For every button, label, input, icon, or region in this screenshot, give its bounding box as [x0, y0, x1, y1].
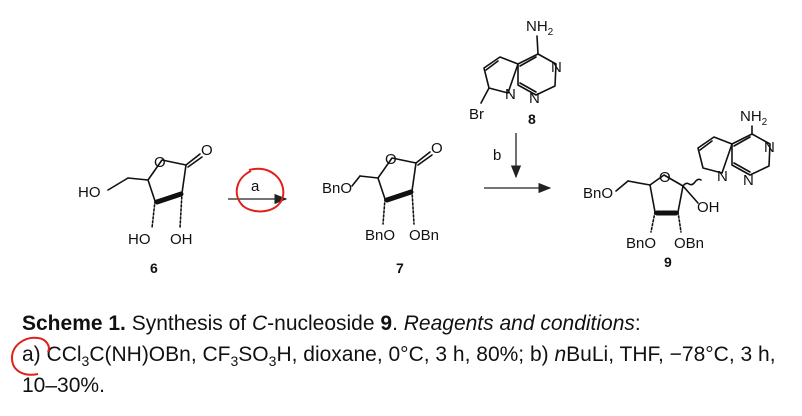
ring-nitrogen-2: N [529, 90, 540, 107]
scheme-caption: Scheme 1. Synthesis of C-nucleoside 9. R… [22, 312, 776, 397]
ring-oxygen: O [659, 169, 671, 186]
ring-nitrogen-1: N [764, 139, 775, 156]
bridge-nitrogen: N [505, 86, 516, 103]
reaction-scheme: O O HO HO OH 6 a O O BnO BnO OBn 7 [78, 18, 775, 276]
carbonyl-oxygen: O [201, 142, 213, 159]
benzyloxy-3: BnO [365, 227, 395, 244]
compound-9: NH2 N N N O OH BnO BnO OBn 9 [583, 108, 775, 270]
hydroxyl-3: HO [128, 231, 151, 248]
compound-8: NH2 N N N Br 8 [469, 18, 562, 127]
compound-number-7: 7 [396, 260, 404, 276]
compound-number-9: 9 [664, 254, 672, 270]
ring-nitrogen-1: N [551, 59, 562, 76]
anomeric-hydroxyl: OH [697, 199, 720, 216]
compound-number-6: 6 [150, 260, 158, 276]
arrow-step-b: b [484, 133, 552, 194]
compound-7: O O BnO BnO OBn 7 [322, 140, 443, 276]
hydroxyl-2: OH [170, 231, 193, 248]
bridge-nitrogen: N [717, 168, 728, 185]
arrow-step-a: a [228, 167, 288, 213]
compound-6: O O HO HO OH 6 [78, 142, 213, 276]
step-a-caption-label: a) [22, 343, 41, 366]
red-circle-annotation [235, 167, 285, 213]
amine-group: NH2 [526, 18, 554, 38]
benzyloxy-2: OBn [409, 227, 439, 244]
benzyloxy-5: BnO [583, 185, 613, 202]
benzyloxy-5: BnO [322, 180, 352, 197]
carbonyl-oxygen: O [431, 140, 443, 157]
scheme-label: Scheme 1. [22, 312, 126, 335]
ring-nitrogen-2: N [743, 172, 754, 189]
ring-oxygen: O [154, 154, 166, 171]
amine-group: NH2 [740, 108, 768, 128]
ring-oxygen: O [385, 151, 397, 168]
compound-number-8: 8 [528, 111, 536, 127]
step-b-label: b [493, 147, 501, 164]
hydroxyl-5: HO [78, 184, 101, 201]
step-a-label: a [251, 178, 260, 195]
bromine: Br [469, 106, 484, 123]
benzyloxy-3: BnO [626, 235, 656, 252]
benzyloxy-2: OBn [674, 235, 704, 252]
